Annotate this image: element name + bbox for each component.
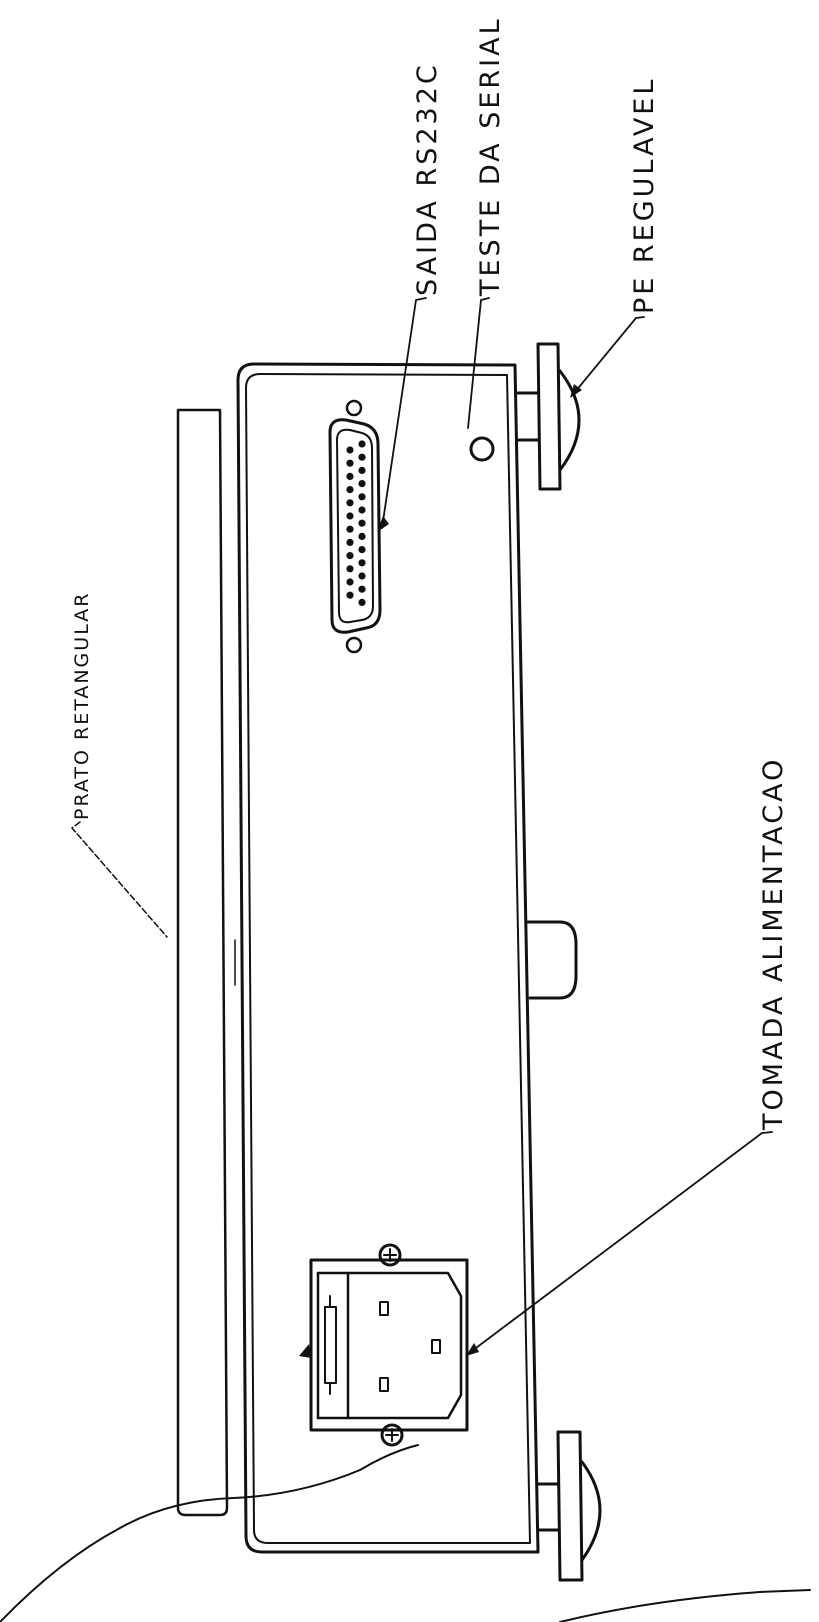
inlet-pin — [379, 1377, 389, 1392]
connector-pin — [358, 453, 366, 461]
label-rs232: SAIDA RS232C — [412, 62, 443, 296]
housing-side-bump — [526, 920, 578, 1000]
connector-pin — [346, 472, 354, 480]
connector-pin — [358, 572, 366, 580]
connector-screw-top — [345, 399, 363, 417]
connector-pin — [358, 466, 366, 474]
label-power-inlet: TOMADA ALIMENTACAO — [758, 757, 789, 1131]
connector-pin — [346, 538, 354, 547]
housing-outer — [236, 362, 540, 1554]
connector-pin — [358, 506, 366, 514]
connector-pin — [346, 552, 354, 560]
connector-pin — [358, 546, 366, 554]
inlet-screw-top — [378, 1243, 402, 1267]
power-inlet-module — [299, 1243, 469, 1447]
connector-pin — [346, 525, 354, 533]
connector-pin — [346, 499, 354, 507]
inlet-pin — [431, 1339, 441, 1354]
leader-lines — [71, 297, 773, 1356]
serial-test-button — [469, 436, 495, 462]
connector-pin — [346, 512, 354, 520]
connector-pin — [346, 486, 354, 494]
fuse-holder — [324, 1306, 337, 1384]
housing-inner — [245, 373, 531, 1544]
rectangular-plate — [176, 408, 229, 1517]
connector-pin — [346, 459, 354, 467]
connector-pin — [358, 440, 366, 448]
inlet-screw-bottom — [380, 1423, 404, 1447]
connector-pin — [346, 565, 354, 573]
connector-pin — [358, 598, 366, 607]
adjustable-foot-top — [515, 342, 581, 491]
connector-screw-bottom — [345, 636, 363, 654]
connector-pin — [346, 591, 354, 599]
label-serial-test: TESTE DA SERIAL — [475, 16, 506, 297]
connector-pin — [358, 480, 366, 488]
label-adjustable-foot: PE REGULAVEL — [629, 77, 660, 314]
connector-pin — [346, 578, 354, 586]
adjustable-foot-bottom — [536, 1430, 602, 1582]
connector-pin — [358, 559, 366, 567]
connector-pin — [358, 585, 366, 593]
connector-pin — [346, 446, 354, 454]
label-rectangular-plate: PRATO RETANGULAR — [71, 592, 93, 820]
db25-rs232-connector — [328, 399, 382, 654]
connector-pin — [358, 519, 366, 527]
fuse-arrowhead — [299, 1344, 311, 1358]
inlet-pin — [379, 1301, 389, 1316]
connector-pin — [358, 532, 366, 541]
stray-pen-stroke — [559, 1589, 811, 1622]
stray-pen-stroke — [0, 1444, 419, 1622]
connector-pin — [358, 493, 366, 501]
